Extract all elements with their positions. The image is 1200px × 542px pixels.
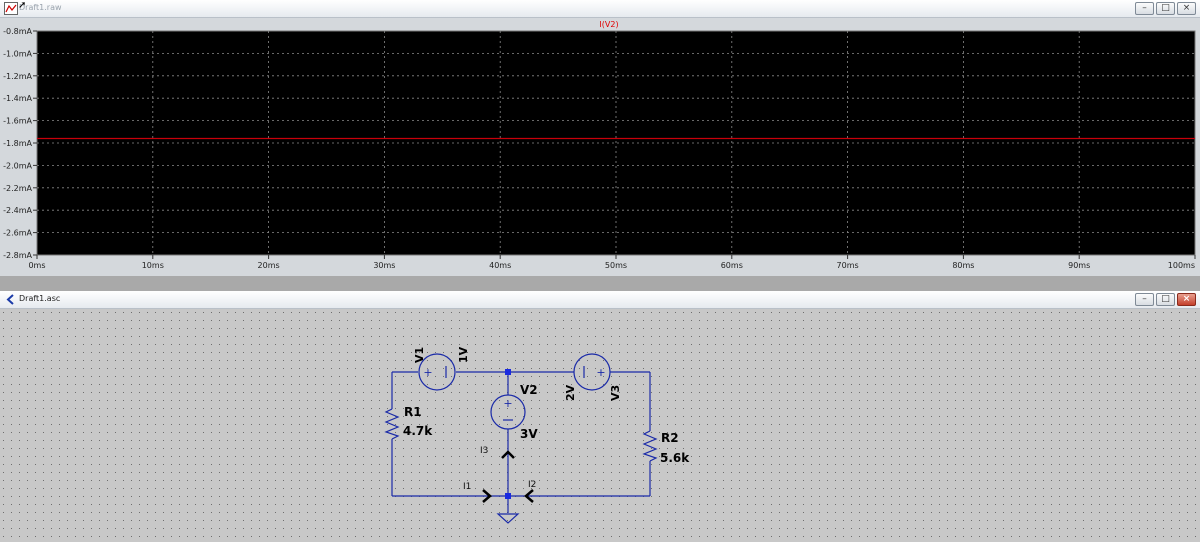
schematic-restore-button[interactable]: □ xyxy=(1156,293,1175,306)
v2-value: 3V xyxy=(520,427,538,441)
v3-name: V3 xyxy=(609,385,622,401)
waveform-restore-button[interactable]: □ xyxy=(1156,2,1175,15)
waveform-app-icon xyxy=(4,2,18,15)
schematic-canvas[interactable]: + V1 1V + 2V V3 + V2 3V R1 4.7k xyxy=(0,309,1200,542)
minimize-icon: – xyxy=(1142,294,1147,304)
schematic-close-button[interactable]: × xyxy=(1177,293,1196,306)
i2-label: I2 xyxy=(528,480,536,490)
waveform-close-button[interactable]: × xyxy=(1177,2,1196,15)
x-tick-label: 100ms xyxy=(1168,261,1195,270)
x-tick-label: 60ms xyxy=(721,261,743,270)
waveform-window-title: Draft1.raw xyxy=(19,3,62,12)
minimize-icon: – xyxy=(1142,3,1147,13)
y-tick-label: -1.8mA xyxy=(3,139,32,148)
schematic-app-icon xyxy=(6,294,14,305)
v1-name: V1 xyxy=(413,347,426,363)
y-tick-label: -2.0mA xyxy=(3,161,32,170)
restore-icon: □ xyxy=(1161,294,1170,304)
y-tick-label: -2.2mA xyxy=(3,184,32,193)
x-tick-label: 20ms xyxy=(258,261,280,270)
mouse-cursor-icon: ➚ xyxy=(18,0,27,11)
y-tick-label: -1.2mA xyxy=(3,72,32,81)
schematic-window: Draft1.asc – □ × xyxy=(0,291,1200,542)
y-tick-label: -2.4mA xyxy=(3,206,32,215)
schematic-minimize-button[interactable]: – xyxy=(1135,293,1154,306)
current-arrow-i3-icon xyxy=(501,450,515,459)
x-tick-label: 30ms xyxy=(373,261,395,270)
x-axis-ticks: 0ms 10ms 20ms 30ms 40ms 50ms 60ms 70ms 80ms 90ms 1… xyxy=(28,255,1196,270)
schematic-window-title: Draft1.asc xyxy=(19,294,61,303)
grid-lines xyxy=(37,31,1195,255)
x-tick-label: 90ms xyxy=(1068,261,1090,270)
voltage-source-v3[interactable]: + 2V V3 xyxy=(564,353,622,401)
i1-label: I1 xyxy=(463,482,471,492)
svg-text:+: + xyxy=(423,366,432,379)
r1-value: 4.7k xyxy=(403,424,433,438)
r2-value: 5.6k xyxy=(660,451,690,465)
current-arrow-i2-icon xyxy=(524,489,534,503)
ground-icon[interactable] xyxy=(496,513,520,524)
current-arrow-i1-icon xyxy=(482,489,492,503)
junction-bottom[interactable] xyxy=(505,493,511,499)
y-tick-label: -1.4mA xyxy=(3,94,32,103)
waveform-minimize-button[interactable]: – xyxy=(1135,2,1154,15)
y-tick-label: -2.8mA xyxy=(3,251,32,260)
y-tick-label: -2.6mA xyxy=(3,229,32,238)
x-tick-label: 0ms xyxy=(28,261,45,270)
schematic-titlebar[interactable]: Draft1.asc – □ × xyxy=(0,291,1200,309)
waveform-titlebar[interactable]: Draft1.raw – □ × xyxy=(0,0,1200,18)
close-icon: × xyxy=(1182,3,1191,13)
y-tick-label: -0.8mA xyxy=(3,27,32,36)
restore-icon: □ xyxy=(1161,3,1170,13)
v1-value: 1V xyxy=(457,346,470,363)
x-tick-label: 40ms xyxy=(489,261,511,270)
v2-name: V2 xyxy=(520,383,538,397)
resistor-r1[interactable]: R1 4.7k xyxy=(384,405,433,440)
junction-top[interactable] xyxy=(505,369,511,375)
voltage-source-v2[interactable]: + V2 3V xyxy=(490,383,538,441)
i3-label: I3 xyxy=(480,446,488,456)
y-tick-label: -1.6mA xyxy=(3,117,32,126)
waveform-plot[interactable]: I(V2) -0.8mA -1.0mA -1.2mA -1.4mA -1.6mA -1.8… xyxy=(0,18,1200,276)
mdi-separator xyxy=(0,276,1200,291)
circuit-wires xyxy=(391,371,651,513)
voltage-source-v1[interactable]: + V1 1V xyxy=(413,346,470,391)
r2-name: R2 xyxy=(661,431,679,445)
close-icon: × xyxy=(1182,294,1191,304)
y-axis-ticks: -0.8mA -1.0mA -1.2mA -1.4mA -1.6mA -1.8mA -2.0… xyxy=(3,27,37,260)
y-tick-label: -1.0mA xyxy=(3,49,32,58)
x-tick-label: 50ms xyxy=(605,261,627,270)
resistor-r2[interactable]: R2 5.6k xyxy=(642,430,690,465)
x-tick-label: 80ms xyxy=(952,261,974,270)
v3-value: 2V xyxy=(564,384,577,401)
trace-label[interactable]: I(V2) xyxy=(599,20,618,29)
svg-text:+: + xyxy=(503,397,512,410)
x-tick-label: 70ms xyxy=(837,261,859,270)
x-tick-label: 10ms xyxy=(142,261,164,270)
r1-name: R1 xyxy=(404,405,422,419)
svg-text:+: + xyxy=(596,366,605,379)
waveform-window: Draft1.raw – □ × I(V2) -0.8mA -1.0mA -1.2m… xyxy=(0,0,1200,276)
